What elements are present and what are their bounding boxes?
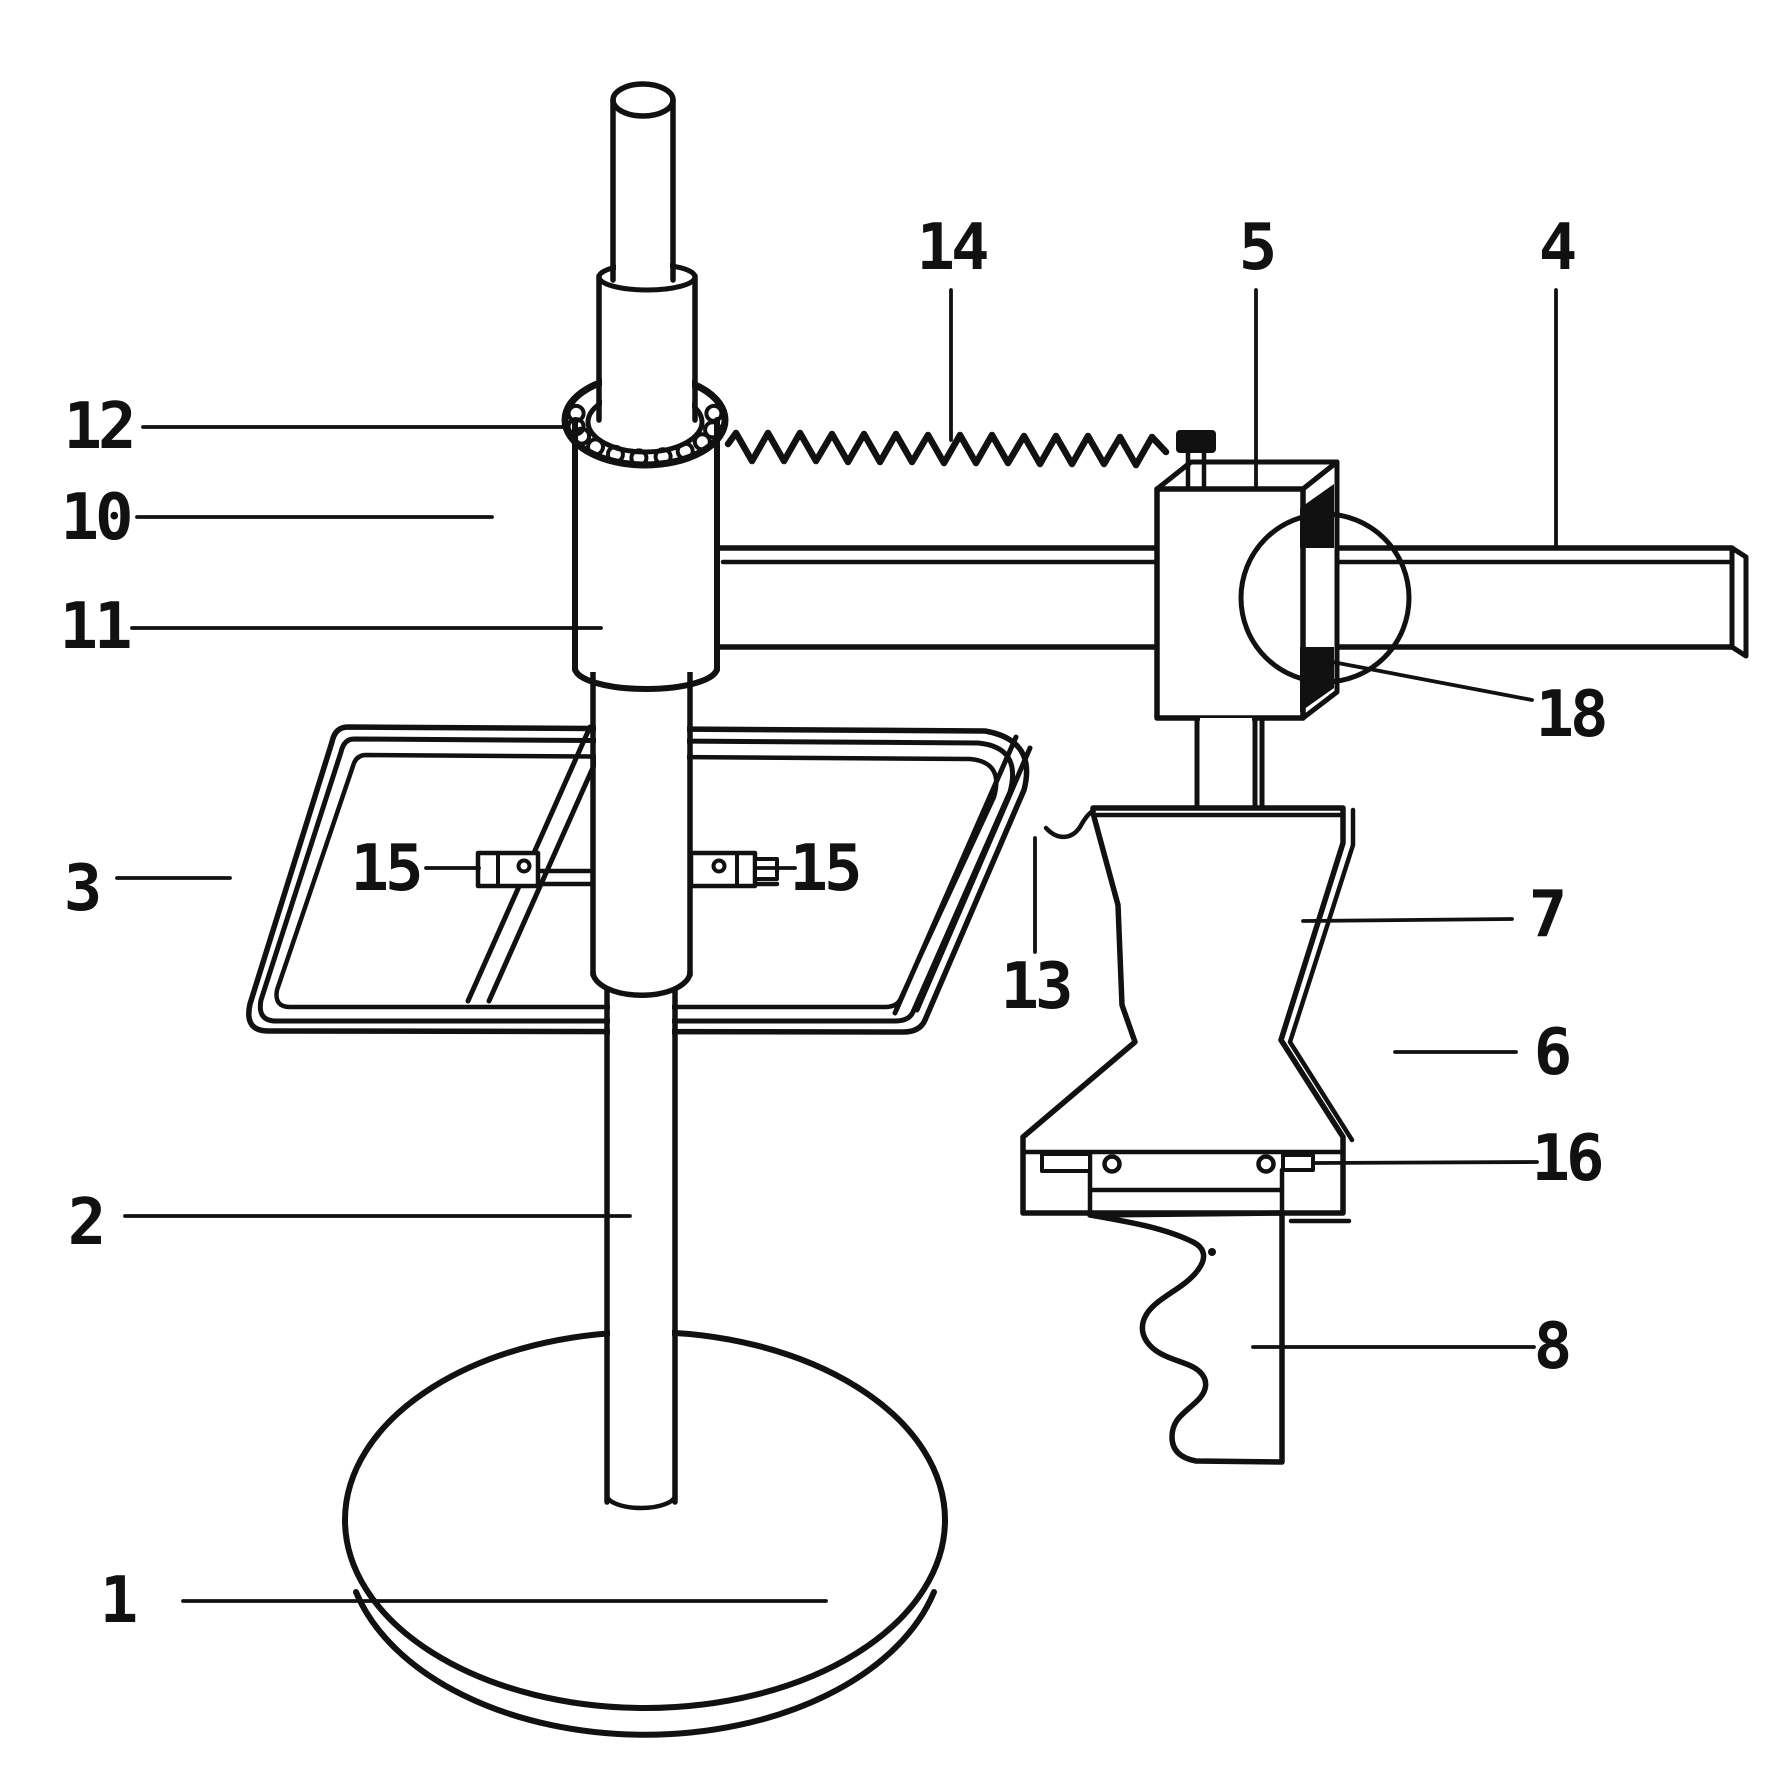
bolt-hole-left xyxy=(1102,1154,1122,1174)
detail-circle xyxy=(1238,511,1412,685)
column-upper-tube xyxy=(590,669,693,998)
leader-18 xyxy=(1320,658,1534,702)
slide-rail-right xyxy=(892,734,1033,1016)
part-label-15-right: 15 xyxy=(789,832,859,906)
part-label-2: 2 xyxy=(68,1186,103,1260)
part-labels: 1 2 3 4 5 6 7 8 10 11 12 13 14 15 15 16 … xyxy=(59,211,1609,1638)
bracket-3d-edge xyxy=(1287,807,1356,1143)
part-label-8: 8 xyxy=(1534,1310,1569,1384)
clamp-right-pin xyxy=(711,858,727,874)
part-label-3: 3 xyxy=(64,852,99,926)
support-column xyxy=(604,987,678,1511)
hook-connector xyxy=(1043,808,1096,840)
plate-slot-right xyxy=(1281,1153,1315,1172)
grip-dot xyxy=(1208,1248,1216,1256)
hanger-column xyxy=(1194,715,1265,813)
arm-end-cap xyxy=(1729,545,1749,659)
part-label-15-left: 15 xyxy=(350,832,420,906)
leader-lines xyxy=(115,288,1558,1603)
plate-slot-left xyxy=(1040,1152,1092,1173)
part-label-7: 7 xyxy=(1529,878,1564,952)
spindle-mid-tube xyxy=(596,261,698,423)
part-label-4: 4 xyxy=(1539,211,1575,285)
part-label-1: 1 xyxy=(100,1564,136,1638)
part-label-6: 6 xyxy=(1534,1016,1570,1090)
mounting-plate xyxy=(1020,1149,1346,1216)
part-label-10: 10 xyxy=(60,481,130,555)
part-label-13: 13 xyxy=(1000,950,1070,1024)
leader-16 xyxy=(1313,1160,1539,1165)
leader-7 xyxy=(1301,917,1514,923)
bolt-hole-right xyxy=(1256,1154,1276,1174)
spring xyxy=(724,429,1170,469)
lock-bolt xyxy=(1176,430,1216,492)
spindle-rod xyxy=(610,81,676,283)
bearing-balls xyxy=(566,403,724,468)
part-label-5: 5 xyxy=(1239,211,1274,285)
part-label-18: 18 xyxy=(1535,678,1605,752)
base-bottom-rim xyxy=(353,1589,937,1738)
part-label-16: 16 xyxy=(1531,1122,1602,1196)
table-rim-mid xyxy=(257,736,1016,1024)
clamp-left-pin xyxy=(516,858,532,874)
part-label-14: 14 xyxy=(916,211,987,285)
part-label-11: 11 xyxy=(59,590,130,664)
part-label-12: 12 xyxy=(63,390,132,464)
grip-handle xyxy=(1087,1167,1285,1465)
